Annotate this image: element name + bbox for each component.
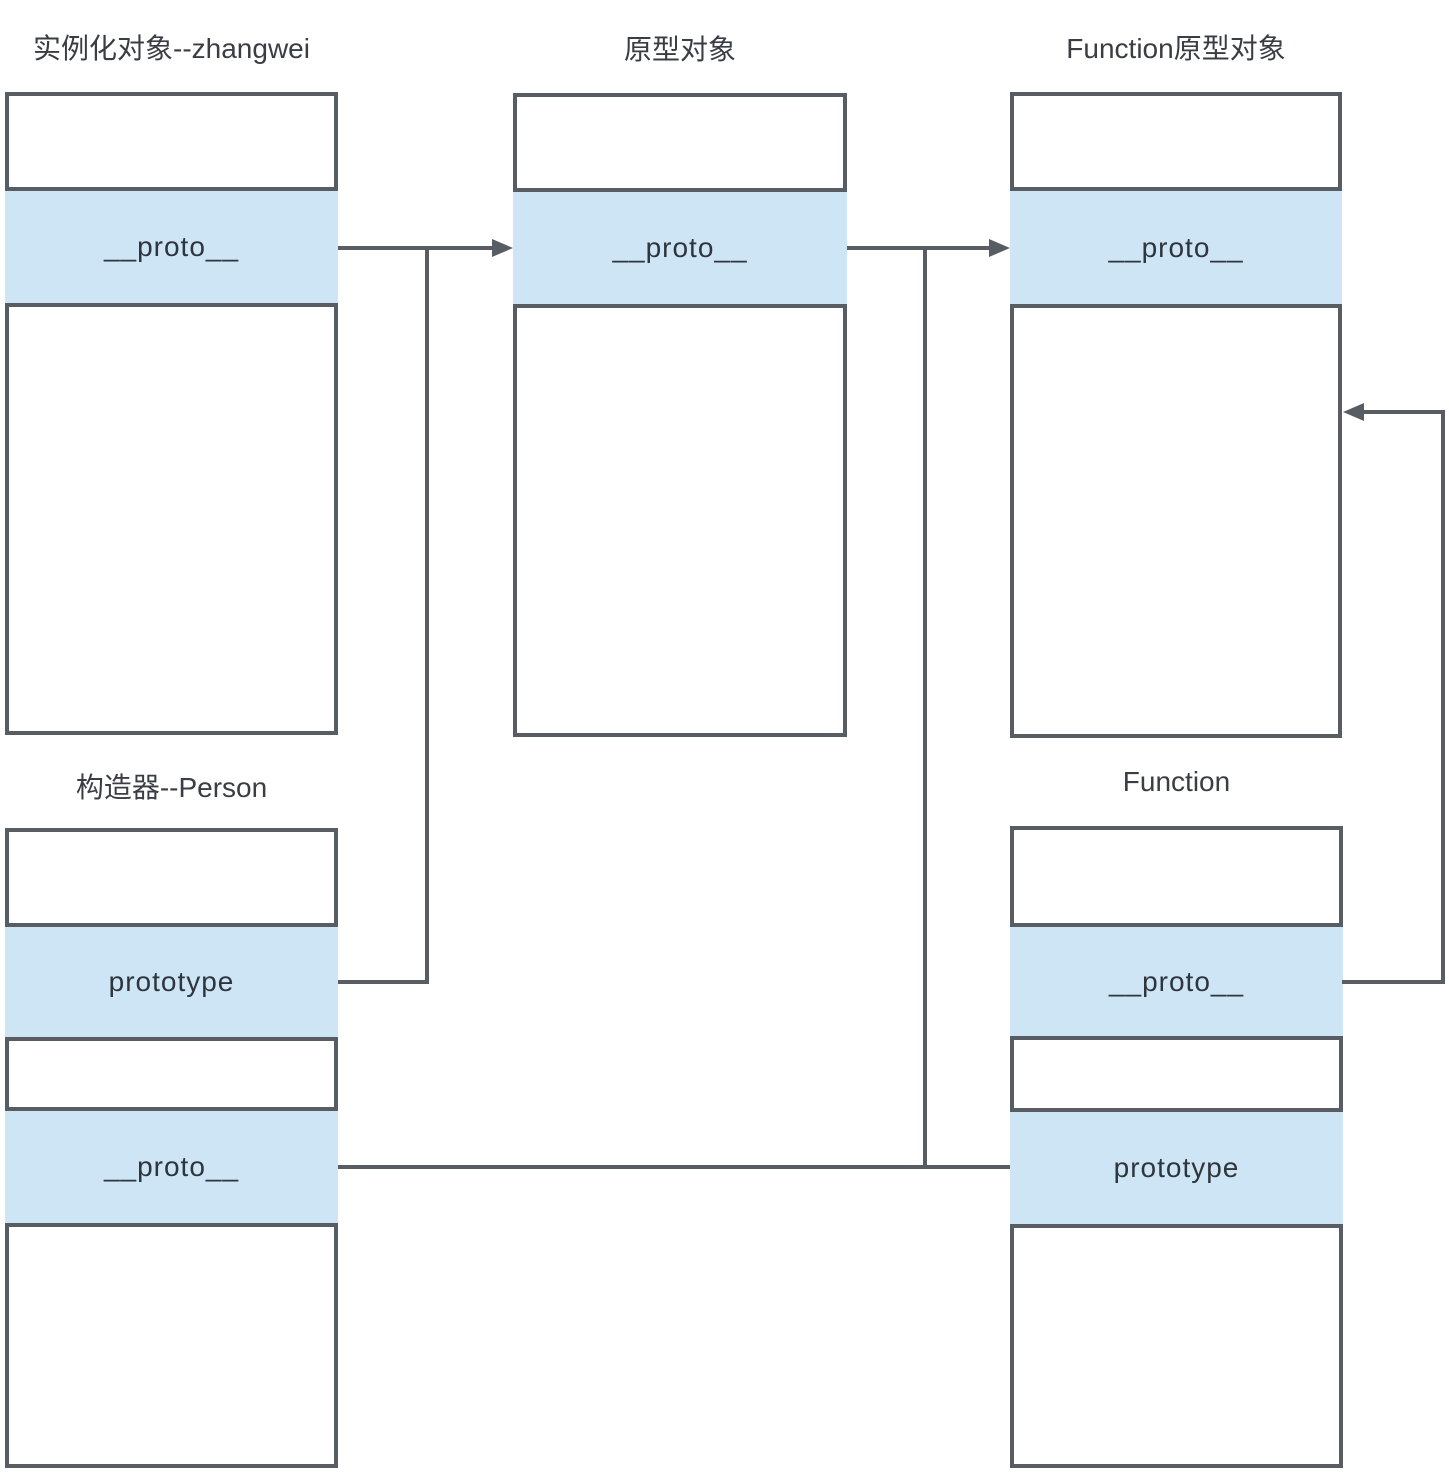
- arrowhead-left-icon: [1343, 403, 1364, 421]
- line-function-proto-back: [1363, 410, 1445, 414]
- line-prototype-object-to-function-prototype-object: [847, 246, 992, 250]
- person-prototype-label: prototype: [108, 966, 235, 997]
- function-prototype-object-proto-label: __proto__: [1108, 231, 1244, 263]
- function-proto-label: __proto__: [1108, 965, 1245, 997]
- instance-object-title: 实例化对象--zhangwei: [33, 33, 310, 64]
- line-function-proto-out: [1342, 980, 1445, 984]
- function-prototype-object-box: __proto__: [1010, 92, 1342, 738]
- instance-proto-label: __proto__: [103, 231, 240, 262]
- line-person-prototype-horizontal: [338, 980, 429, 984]
- arrowhead-right-icon: [989, 239, 1010, 257]
- constructor-person-title: 构造器--Person: [75, 772, 268, 803]
- line-person-prototype-vertical: [425, 246, 429, 984]
- function-prototype-row: prototype: [1010, 1108, 1343, 1228]
- prototype-object-proto-label: __proto__: [612, 232, 748, 263]
- line-branch-to-function-prototype-object: [923, 246, 927, 1169]
- function-prototype-label: prototype: [1113, 1152, 1240, 1183]
- function-proto-row: __proto__: [1010, 923, 1343, 1040]
- person-proto-label: __proto__: [103, 1151, 240, 1182]
- function-title: Function: [1122, 766, 1231, 797]
- prototype-object-box: __proto__: [513, 93, 847, 737]
- line-function-proto-up: [1441, 410, 1445, 984]
- instance-object-box: __proto__: [5, 92, 338, 735]
- constructor-person-box: prototype __proto__: [5, 828, 338, 1468]
- function-prototype-object-proto-row: __proto__: [1010, 187, 1342, 308]
- person-prototype-row: prototype: [5, 923, 338, 1041]
- function-box: __proto__ prototype: [1010, 826, 1343, 1468]
- person-proto-row: __proto__: [5, 1107, 338, 1227]
- prototype-object-title: 原型对象: [623, 34, 736, 65]
- prototype-object-proto-row: __proto__: [513, 188, 847, 308]
- arrowhead-right-icon: [492, 239, 513, 257]
- instance-proto-row: __proto__: [5, 187, 338, 307]
- line-person-proto-to-function-prototype: [338, 1165, 1010, 1169]
- line-instance-to-prototype-object: [338, 246, 497, 250]
- function-prototype-object-title: Function原型对象: [1066, 33, 1286, 64]
